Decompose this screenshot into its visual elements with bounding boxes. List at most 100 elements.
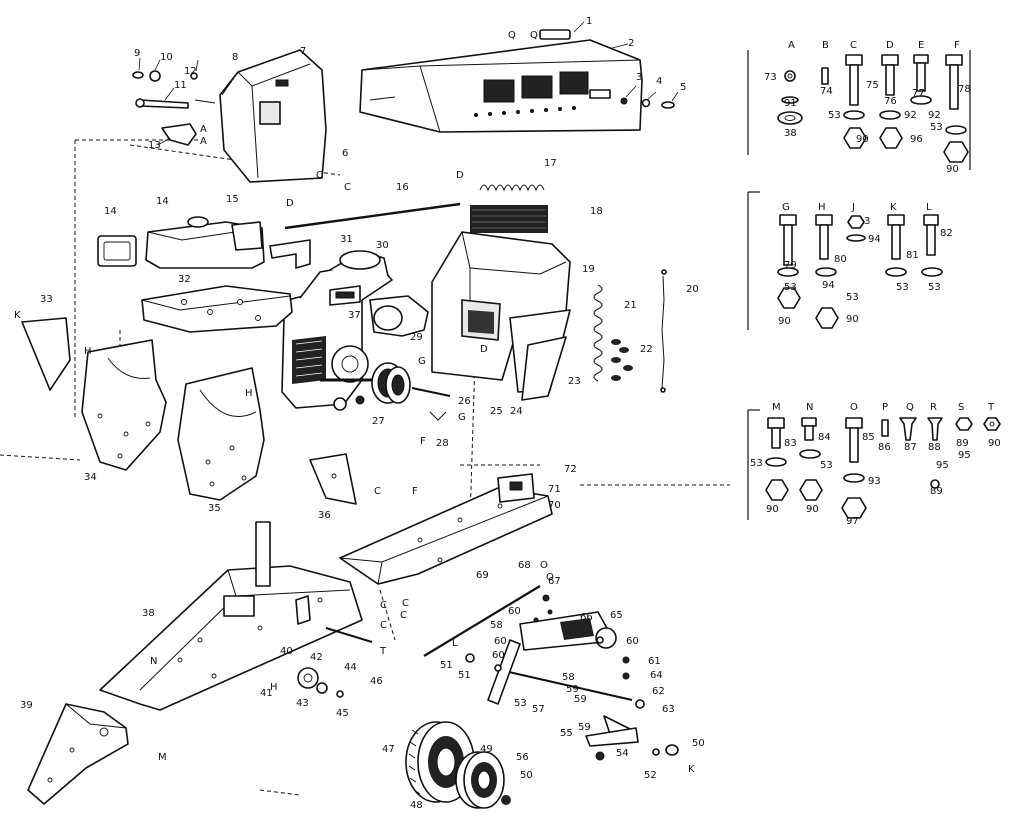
part-number-71: 71	[548, 484, 561, 495]
hardware-header-S: S	[958, 402, 964, 413]
hardware-number-82: 82	[940, 228, 953, 239]
hardware-header-R: R	[930, 402, 937, 413]
hardware-header-F: F	[954, 40, 960, 51]
ref-letter-C: C	[400, 610, 407, 621]
ref-letter-N: N	[150, 656, 157, 667]
rear-body-part-18	[431, 231, 571, 401]
hardware-number-90: 90	[806, 504, 819, 515]
hardware-number-83: 83	[784, 438, 797, 449]
part-number-14: 14	[104, 206, 117, 217]
part-number-42: 42	[310, 652, 323, 663]
ref-letter-A: A	[200, 124, 207, 135]
hardware-number-78: 78	[958, 84, 971, 95]
part-number-43: 43	[296, 698, 309, 709]
hardware-number-84: 84	[818, 432, 831, 443]
hardware-number-81: 81	[906, 250, 919, 261]
engine-part-35	[281, 250, 429, 411]
hardware-number-53: 53	[784, 282, 797, 293]
hardware-number-94: 94	[868, 234, 881, 245]
part-number-50: 50	[520, 770, 533, 781]
part-number-23: 23	[568, 376, 581, 387]
ref-letter-H: H	[270, 682, 278, 693]
hardware-number-87: 87	[904, 442, 917, 453]
hardware-number-93: 93	[868, 476, 881, 487]
part-number-29: 29	[410, 332, 423, 343]
ref-letter-F: F	[420, 436, 426, 447]
hardware-box-3	[747, 409, 1001, 520]
ref-letter-K: K	[14, 310, 21, 321]
part-number-51: 51	[440, 660, 453, 671]
part-number-1: 1	[586, 16, 592, 27]
hardware-number-85: 85	[862, 432, 875, 443]
hardware-header-C: C	[850, 40, 857, 51]
front-frame-part-38	[27, 703, 129, 805]
hardware-header-P: P	[882, 402, 888, 413]
part-number-52: 52	[644, 770, 657, 781]
ref-letter-H: H	[245, 388, 253, 399]
part-number-20: 20	[686, 284, 699, 295]
ref-letter-A: A	[200, 136, 207, 147]
hardware-number-86: 86	[878, 442, 891, 453]
hardware-number-53: 53	[750, 458, 763, 469]
part-number-57: 57	[532, 704, 545, 715]
dash-fasteners	[539, 21, 679, 109]
ref-letter-G: G	[418, 356, 426, 367]
part-number-38: 38	[142, 608, 155, 619]
ref-letter-C: C	[374, 486, 381, 497]
bracket-parts-30-31	[141, 239, 311, 333]
hardware-number-75: 75	[866, 80, 879, 91]
part-number-30: 30	[376, 240, 389, 251]
part-number-68: 68	[518, 560, 531, 571]
part-number-25: 25	[490, 406, 503, 417]
part-number-16: 16	[396, 182, 409, 193]
ref-letter-C: C	[344, 182, 351, 193]
part-number-33: 33	[40, 294, 53, 305]
ref-letter-C: C	[380, 620, 387, 631]
hardware-number-95: 95	[936, 460, 949, 471]
hardware-number-90: 90	[766, 504, 779, 515]
part-number-32: 32	[178, 274, 191, 285]
part-number-60: 60	[626, 636, 639, 647]
part-number-39: 39	[20, 700, 33, 711]
hood-part-6	[219, 49, 327, 183]
hardware-header-O: O	[850, 402, 858, 413]
ref-letter-G: G	[458, 412, 466, 423]
part-number-49: 49	[480, 744, 493, 755]
side-panels	[21, 317, 357, 505]
ref-letter-L: L	[452, 638, 458, 649]
front-wheel-part-48	[455, 751, 511, 809]
ref-letter-Q: Q	[508, 30, 516, 41]
part-number-60: 60	[508, 606, 521, 617]
main-frame-part-37	[99, 521, 363, 711]
wheel-bearing-parts	[297, 627, 373, 698]
part-number-47: 47	[382, 744, 395, 755]
hardware-number-3: 3	[864, 216, 870, 227]
part-number-70: 70	[548, 500, 561, 511]
hardware-number-92: 92	[904, 110, 917, 121]
part-number-34: 34	[84, 472, 97, 483]
ref-letter-D: D	[286, 198, 294, 209]
hardware-number-90: 90	[988, 438, 1001, 449]
part-number-13: 13	[148, 140, 161, 151]
part-number-28: 28	[436, 438, 449, 449]
hardware-header-H: H	[818, 202, 826, 213]
part-number-45: 45	[336, 708, 349, 719]
part-number-7: 7	[300, 46, 306, 57]
hardware-number-74: 74	[820, 86, 833, 97]
hardware-number-80: 80	[834, 254, 847, 265]
hardware-number-90: 90	[856, 134, 869, 145]
part-number-15: 15	[226, 194, 239, 205]
hardware-header-T: T	[987, 402, 995, 413]
hardware-number-89: 89	[930, 486, 943, 497]
pulley-part-26	[320, 362, 451, 421]
hardware-number-76: 76	[884, 96, 897, 107]
ref-letter-O: O	[540, 560, 548, 571]
part-number-59: 59	[578, 722, 591, 733]
part-number-31: 31	[340, 234, 353, 245]
part-number-66: 66	[580, 612, 593, 623]
part-number-58: 58	[490, 620, 503, 631]
ref-letter-C: C	[380, 600, 387, 611]
part-number-12: 12	[184, 66, 197, 77]
part-number-58: 58	[562, 672, 575, 683]
